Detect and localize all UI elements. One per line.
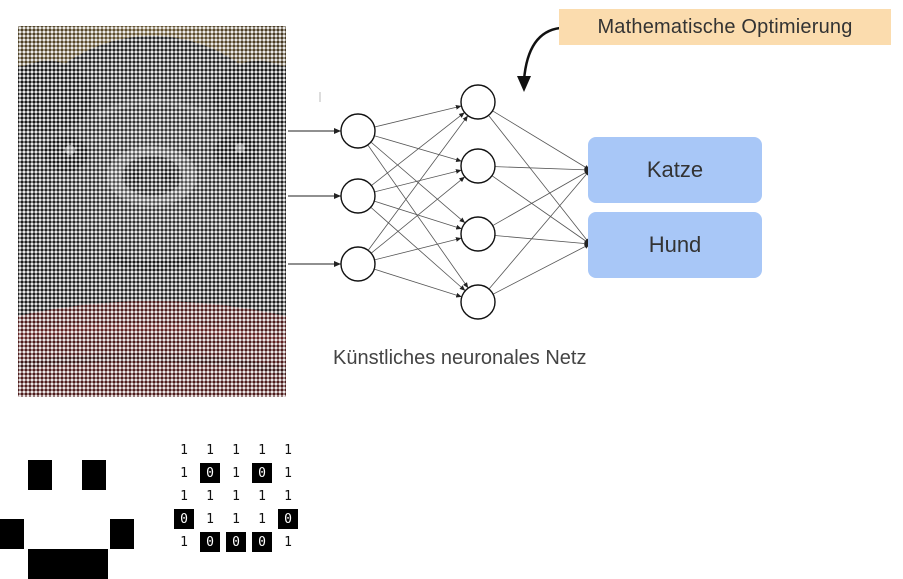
binary-cell-r0-c3: 1 <box>252 440 272 460</box>
edge-h1-out0 <box>494 166 591 173</box>
edge-in2-h3 <box>374 268 462 298</box>
network-caption: Künstliches neuronales Netz <box>333 347 587 369</box>
binary-cell-r2-c0: 1 <box>174 486 194 506</box>
binary-cell-r4-c1: 0 <box>200 532 220 552</box>
hidden-node-1 <box>460 148 496 184</box>
edge-in2-h0 <box>367 115 469 251</box>
binary-cell-r4-c3: 0 <box>252 532 272 552</box>
binary-cell-r0-c0: 1 <box>174 440 194 460</box>
binary-cell-r3-c4: 0 <box>278 509 298 529</box>
output-box-hund: Hund <box>588 212 762 278</box>
hidden-node-3 <box>460 284 496 320</box>
edge-in0-h3 <box>367 144 469 289</box>
binary-cell-r0-c4: 1 <box>278 440 298 460</box>
network-nodes <box>340 84 496 320</box>
input-node-1 <box>340 178 376 214</box>
edge-h3-out0 <box>488 169 591 290</box>
binary-cell-r0-c1: 1 <box>200 440 220 460</box>
edge-h2-out0 <box>492 169 591 226</box>
hidden-node-0 <box>460 84 496 120</box>
pixelated-pug-photo <box>18 26 286 397</box>
edge-in2-h2 <box>374 237 462 261</box>
edge-h0-out1 <box>488 115 591 245</box>
binary-cell-r1-c1: 0 <box>200 463 220 483</box>
binary-cell-r1-c3: 0 <box>252 463 272 483</box>
binary-cell-r4-c0: 1 <box>174 532 194 552</box>
edge-in0-h0 <box>374 104 462 128</box>
pixel-smiley-icon <box>0 460 134 579</box>
optimization-callout: Mathematische Optimierung <box>559 9 891 45</box>
binary-cell-r3-c2: 1 <box>226 509 246 529</box>
hidden-node-2 <box>460 216 496 252</box>
edge-h0-out0 <box>492 110 591 171</box>
binary-cell-r1-c0: 1 <box>174 463 194 483</box>
binary-cell-r2-c1: 1 <box>200 486 220 506</box>
binary-cell-r2-c3: 1 <box>252 486 272 506</box>
binary-cell-r2-c2: 1 <box>226 486 246 506</box>
input-node-2 <box>340 246 376 282</box>
network-edges <box>367 104 591 298</box>
edge-in2-h1 <box>370 176 466 254</box>
curved-arrow-icon <box>522 26 561 81</box>
edge-in1-h1 <box>374 169 462 193</box>
edge-h2-out1 <box>494 235 591 246</box>
binary-cell-r3-c3: 1 <box>252 509 272 529</box>
binary-cell-r0-c2: 1 <box>226 440 246 460</box>
binary-cell-r4-c2: 0 <box>226 532 246 552</box>
edge-h3-out1 <box>492 243 591 295</box>
output-box-katze: Katze <box>588 137 762 203</box>
binary-cell-r1-c2: 1 <box>226 463 246 483</box>
binary-cell-r1-c4: 1 <box>278 463 298 483</box>
input-node-0 <box>340 113 376 149</box>
binary-cell-r4-c4: 1 <box>278 532 298 552</box>
edge-in1-h0 <box>371 112 465 186</box>
binary-cell-r2-c4: 1 <box>278 486 298 506</box>
binary-cell-r3-c0: 0 <box>174 509 194 529</box>
input-arrows <box>288 128 341 267</box>
edge-h1-out1 <box>491 175 591 245</box>
binary-cell-r3-c1: 1 <box>200 509 220 529</box>
